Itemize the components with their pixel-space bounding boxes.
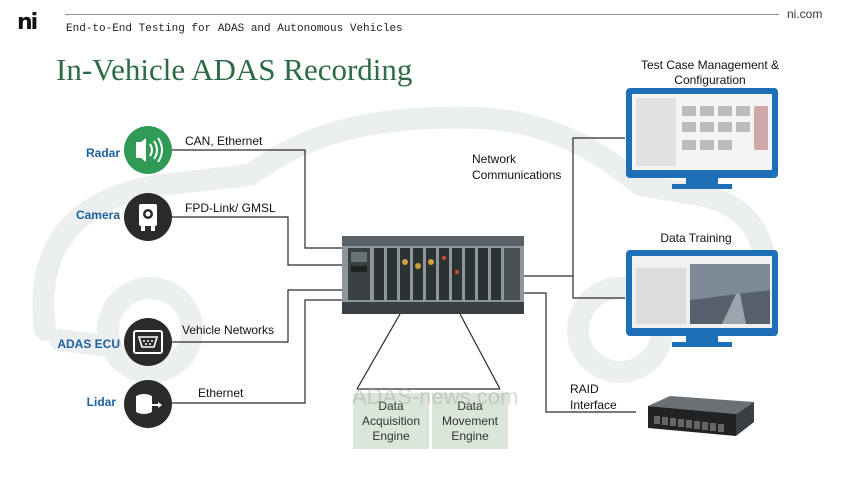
page-title: In-Vehicle ADAS Recording (56, 52, 413, 87)
camera-link-label: FPD-Link/ GMSL (185, 201, 276, 215)
test-case-monitor (626, 88, 778, 189)
pxi-chassis (342, 236, 524, 314)
source-label-lidar: Lidar (86, 395, 116, 409)
header-subtitle: End-to-End Testing for ADAS and Autonomo… (66, 23, 403, 35)
network-wire (522, 137, 625, 277)
site-url: ni.com (787, 7, 823, 21)
source-label-camera: Camera (75, 208, 120, 222)
ecu-connector-icon (124, 318, 172, 366)
lidar-wire (172, 299, 342, 404)
lidar-icon (124, 380, 172, 428)
watermark-text: ADAS-news.com (352, 384, 519, 409)
network-communications-label: Network Communications (472, 152, 562, 182)
radar-link-label: CAN, Ethernet (185, 134, 263, 148)
source-label-radar: Radar (85, 146, 120, 160)
data-training-monitor (626, 250, 778, 347)
ecu-wire (172, 289, 342, 343)
raid-server-icon (648, 396, 754, 436)
data-acquisition-engine: Data Acquisition Engine (353, 393, 429, 449)
ecu-link-label: Vehicle Networks (182, 323, 275, 337)
camera-wire (172, 216, 342, 266)
training-wire (572, 276, 625, 299)
engine-funnel-left (356, 313, 401, 390)
car-outline-watermark (32, 106, 777, 383)
raid-wire (522, 292, 636, 413)
data-movement-engine: Data Movement Engine (432, 393, 508, 449)
lidar-link-label: Ethernet (198, 386, 244, 400)
test-case-management-label: Test Case Management & Configuration (640, 58, 780, 87)
engine-funnel-right (459, 313, 501, 390)
radar-wire (172, 149, 342, 249)
raid-interface-label: RAID Interface (570, 382, 617, 412)
radar-icon (124, 126, 172, 174)
ni-logo: ni (17, 10, 38, 35)
header-divider (65, 14, 779, 15)
source-label-adas-ecu: ADAS ECU (57, 337, 120, 351)
camera-icon (124, 193, 172, 241)
data-training-label: Data Training (660, 231, 732, 245)
